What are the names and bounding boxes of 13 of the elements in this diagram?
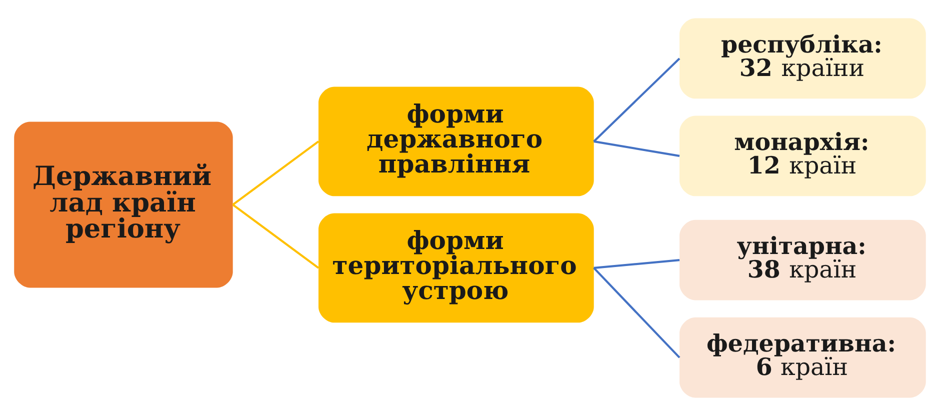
node-box: унітарна: 38 країн	[680, 219, 926, 300]
node-box: форми державного правління	[318, 86, 594, 196]
connector	[232, 140, 320, 206]
connector	[593, 57, 680, 142]
node-box: федеративна: 6 країн	[680, 316, 926, 398]
node-box: Державний лад країн регіону	[14, 121, 233, 288]
connector	[594, 140, 680, 156]
connector	[232, 203, 320, 268]
node-box: форми територіального устрою	[318, 212, 594, 322]
connector	[593, 266, 680, 358]
node-box: монархія: 12 країн	[680, 115, 926, 196]
connector	[594, 258, 680, 268]
node-box: республіка: 32 країни	[680, 18, 926, 98]
